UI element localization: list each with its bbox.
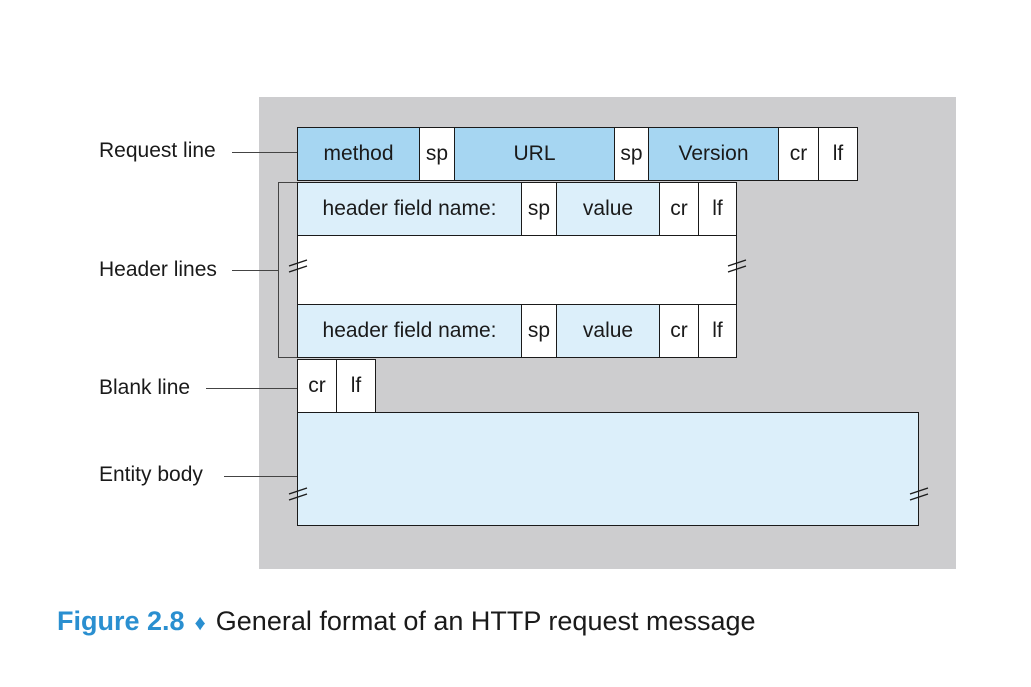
- header-field-name-2: header field name:: [297, 304, 522, 358]
- figure-caption: Figure 2.8 ♦ General format of an HTTP req…: [57, 606, 756, 637]
- leader-entity-body: [224, 476, 297, 477]
- label-blank-line: Blank line: [99, 376, 191, 399]
- leader-blank-line: [206, 388, 297, 389]
- header-sp-field-1: sp: [521, 182, 557, 236]
- caption-text: General format of an HTTP request messag…: [215, 606, 756, 636]
- header-sp-field-2: sp: [521, 304, 557, 358]
- leader-request-line: [232, 152, 297, 153]
- header-field-name-1: header field name:: [297, 182, 522, 236]
- leader-header-lines: [232, 270, 278, 271]
- figure-number: Figure 2.8: [57, 606, 185, 636]
- header-value-field-2: value: [556, 304, 660, 358]
- label-request-line: Request line: [99, 139, 216, 162]
- label-entity-body: Entity body: [99, 463, 203, 486]
- request-url-field: URL: [454, 127, 615, 181]
- blank-lf-field: lf: [336, 359, 376, 413]
- header-lines-gap: [297, 235, 737, 305]
- label-header-lines: Header lines: [99, 258, 217, 281]
- caption-diamond-icon: ♦: [194, 610, 206, 635]
- entity-body-area: [297, 412, 919, 526]
- request-lf-field: lf: [818, 127, 858, 181]
- request-method-field: method: [297, 127, 420, 181]
- header-value-field-1: value: [556, 182, 660, 236]
- header-lf-field-2: lf: [698, 304, 737, 358]
- header-cr-field-1: cr: [659, 182, 699, 236]
- header-lf-field-1: lf: [698, 182, 737, 236]
- header-lines-bracket: [278, 182, 297, 358]
